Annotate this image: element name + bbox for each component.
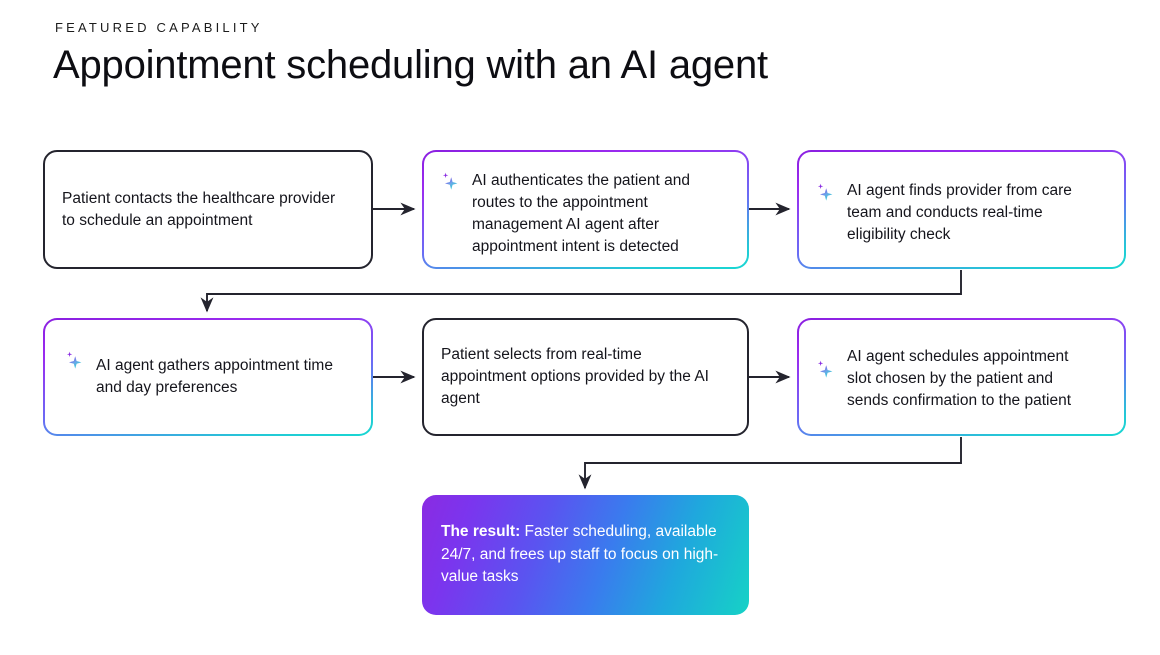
flow-step-6-text: AI agent schedules appointment slot chos… — [847, 348, 1072, 409]
connector-step3-step4 — [200, 270, 962, 313]
ai-sparkle-icon — [438, 170, 462, 194]
page-title: Appointment scheduling with an AI agent — [53, 43, 768, 87]
ai-sparkle-icon — [62, 349, 86, 373]
result-body: Faster scheduling, available 24/7, and f… — [441, 523, 719, 586]
ai-sparkle-icon — [813, 181, 837, 205]
flow-step-1[interactable]: Patient contacts the healthcare provider… — [43, 150, 373, 269]
flow-step-5-text: Patient selects from real-time appointme… — [441, 346, 709, 407]
result-lead-label: The result: — [441, 523, 521, 541]
flow-step-1-text: Patient contacts the healthcare provider… — [62, 189, 336, 229]
ai-sparkle-icon — [813, 358, 837, 382]
eyebrow-label: FEATURED CAPABILITY — [55, 20, 263, 35]
flow-step-4-text: AI agent gathers appointment time and da… — [96, 357, 333, 396]
flow-step-6[interactable]: AI agent schedules appointment slot chos… — [797, 318, 1126, 436]
flow-step-5[interactable]: Patient selects from real-time appointme… — [422, 318, 749, 436]
result-text: The result: Faster scheduling, available… — [441, 521, 727, 588]
flow-step-2[interactable]: AI authenticates the patient and routes … — [422, 150, 749, 269]
flow-step-2-text: AI authenticates the patient and routes … — [472, 172, 691, 255]
flow-step-3-text: AI agent finds provider from care team a… — [847, 182, 1072, 243]
connector-step6-result — [578, 437, 962, 490]
flow-step-4[interactable]: AI agent gathers appointment time and da… — [43, 318, 373, 436]
result-callout[interactable]: The result: Faster scheduling, available… — [422, 495, 749, 615]
flow-step-3[interactable]: AI agent finds provider from care team a… — [797, 150, 1126, 269]
